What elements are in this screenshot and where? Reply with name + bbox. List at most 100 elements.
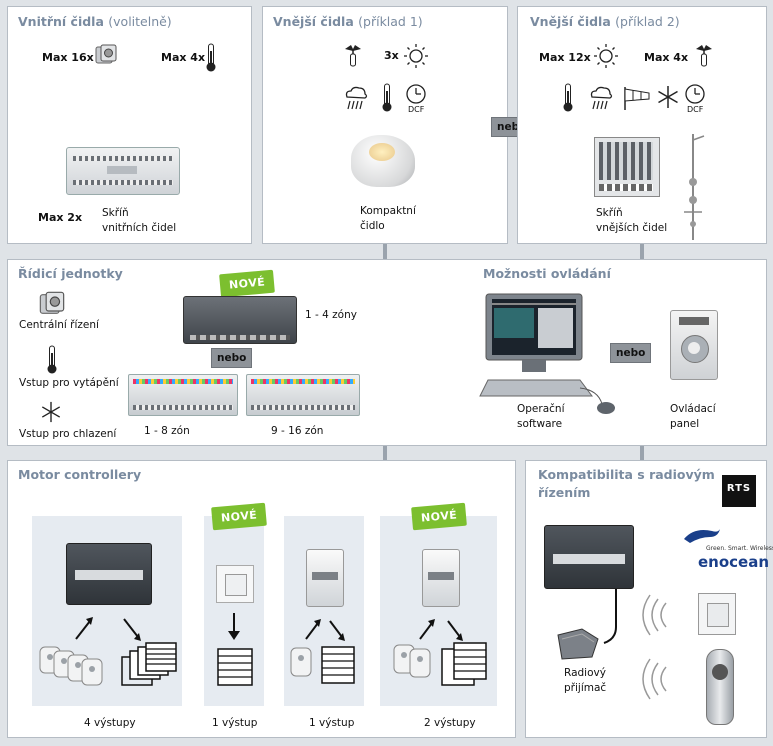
outer-sensors-1-title: Vnější čidla (příklad 1) (273, 14, 423, 29)
new-badge-motor-1: NOVÉ (211, 502, 268, 531)
controller-9-16-device (246, 374, 360, 416)
enocean-tagline: Green. Smart. Wireless. (706, 545, 773, 552)
control-units-title: Řídicí jednotky (18, 266, 123, 281)
hand-remote-device (706, 649, 734, 725)
max-2-label: Max 2x (38, 211, 83, 224)
inner-sensors-note: (volitelně) (108, 14, 172, 29)
receiver-label-1: Radiový (564, 667, 606, 679)
control-panel: Řídicí jednotky Možnosti ovládání Centrá… (7, 259, 767, 446)
thermometer-icon (206, 43, 216, 72)
outputs-1a-label: 1 výstup (212, 717, 258, 729)
outer-sensor-cabinet-device (594, 137, 660, 197)
sun-icon (404, 44, 428, 68)
software-label-2: software (517, 418, 563, 430)
radio-title-1: Kompatibilita s radiovým (538, 467, 715, 482)
max-4-label-2: Max 4x (644, 51, 689, 64)
blinds-2 (441, 642, 487, 686)
thermometer-icon (382, 83, 392, 112)
inner-cabinet-label-1: Skříň (102, 207, 129, 219)
snowflake-icon (41, 401, 61, 423)
outer-sensors-1-note: (příklad 1) (358, 14, 423, 29)
max-4-label: Max 4x (161, 51, 206, 64)
rts-logo: RTS (722, 475, 756, 507)
connector-4 (640, 446, 644, 460)
remote-1b (290, 647, 312, 677)
max-12-label: Max 12x (539, 51, 591, 64)
control-options-title: Možnosti ovládání (483, 266, 611, 281)
rain-icon (345, 86, 368, 110)
outer-sensors-1-panel: Vnější čidla (příklad 1) 3x DCF Kompaktn… (262, 6, 508, 244)
outer-cabinet-label-2: vnějších čidel (596, 222, 668, 234)
dcf-label-2: DCF (687, 105, 704, 114)
motor-controller-1-device (306, 549, 344, 607)
receiver-cable (603, 589, 617, 644)
radio-wall-switch-device (698, 593, 736, 635)
nebo-badge-controllers: nebo (211, 348, 253, 368)
radio-receiver-icon (557, 628, 599, 660)
snowflake-icon (658, 86, 678, 108)
zones-1-4-label: 1 - 4 zóny (305, 309, 357, 321)
connector-1 (383, 244, 387, 260)
central-switch-icon (39, 291, 65, 314)
sun-icon (594, 44, 618, 68)
arrow-down-1a (228, 613, 240, 640)
nebo-badge-options: nebo (610, 343, 652, 363)
arrows-4 (75, 617, 141, 641)
max-16-label: Max 16x (42, 51, 94, 64)
central-switch-icon (95, 44, 117, 64)
thermometer-icon (47, 345, 57, 374)
controller-1-4-device (183, 296, 297, 344)
panel-label-2: panel (670, 418, 700, 430)
windsock-icon (624, 87, 650, 110)
outputs-4-label: 4 výstupy (84, 717, 136, 729)
rts-logo-text: RTS (726, 483, 752, 494)
zones-1-8-label: 1 - 8 zón (144, 425, 190, 437)
compact-sensor-label-2: čidlo (360, 220, 385, 232)
radio-waves-icon-2 (642, 658, 667, 700)
arrows-2 (419, 619, 463, 641)
zones-9-16-label: 9 - 16 zón (271, 425, 324, 437)
inner-sensor-cabinet-device (66, 147, 180, 195)
arrows-1b (305, 619, 345, 641)
outputs-2-label: 2 výstupy (424, 717, 476, 729)
heating-input-label: Vstup pro vytápění (19, 377, 119, 389)
new-badge-controller: NOVÉ (219, 269, 276, 298)
motor-controller-4-device (66, 543, 152, 605)
inner-sensors-title: Vnitřní čidla (volitelně) (18, 14, 172, 29)
computer-icon (479, 293, 615, 414)
controller-1-8-device (128, 374, 238, 416)
receiver-label-2: přijímač (564, 682, 607, 694)
inner-sensors-panel: Vnitřní čidla (volitelně) Max 16x Max 4x… (7, 6, 252, 244)
remotes-group-4 (39, 646, 103, 686)
dcf-label: DCF (408, 105, 425, 114)
compact-sensor-device (351, 135, 415, 187)
control-panel-device (670, 310, 718, 380)
remotes-2 (393, 644, 431, 678)
wall-switch-device (216, 565, 254, 603)
outer-sensors-2-title: Vnější čidla (příklad 2) (530, 14, 680, 29)
sensor-mast-icon (684, 134, 705, 240)
central-control-label: Centrální řízení (19, 319, 99, 331)
radio-waves-icon (642, 594, 667, 636)
wind-sensor-icon (345, 45, 361, 67)
outer-sensors-2-note: (příklad 2) (615, 14, 680, 29)
inner-cabinet-label-2: vnitřních čidel (102, 222, 177, 234)
new-badge-motor-2: NOVÉ (411, 502, 468, 531)
connector-3 (383, 446, 387, 460)
blinds-group-4 (121, 642, 177, 686)
radio-title-2: řízením (538, 485, 591, 500)
rain-icon (590, 86, 613, 110)
motor-controllers-panel: Motor controllery 4 výstupy NOVÉ (7, 460, 516, 738)
count-sun-label: 3x (384, 49, 399, 62)
enocean-logo-text: enocean (698, 553, 770, 571)
enocean-dolphin-icon (684, 529, 720, 543)
radio-controller-device (544, 525, 634, 589)
radio-panel: Kompatibilita s radiovým řízením RTS Gre… (525, 460, 773, 738)
motor-controllers-title: Motor controllery (18, 467, 142, 482)
dcf-clock-icon (685, 84, 705, 104)
outputs-1b-label: 1 výstup (309, 717, 355, 729)
motor-controller-2-device (422, 549, 460, 607)
outer-cabinet-label-1: Skříň (596, 207, 623, 219)
wind-sensor-icon (696, 45, 712, 67)
thermometer-icon (563, 83, 573, 112)
